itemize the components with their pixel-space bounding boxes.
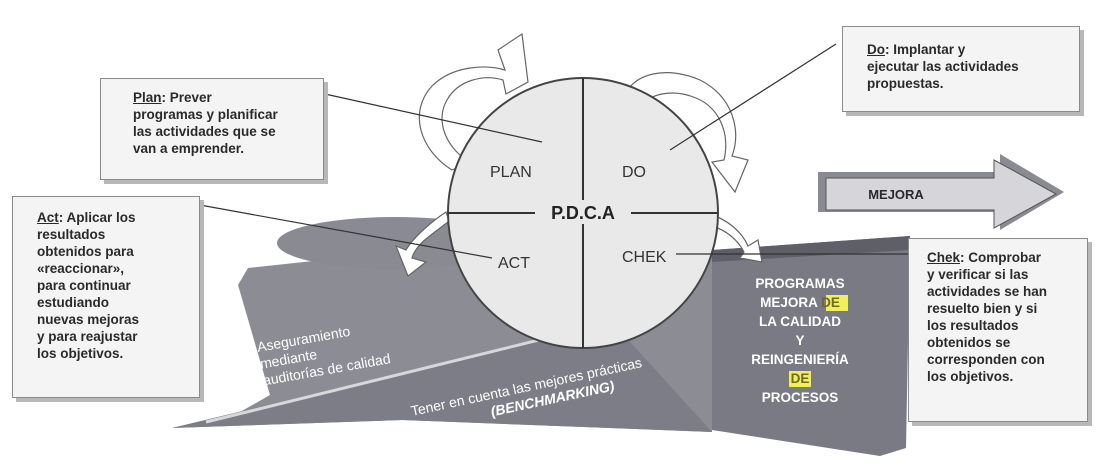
- do-note: Do: Implantar y ejecutar las actividades…: [842, 26, 1080, 112]
- programs-line-2: MEJORA DE: [760, 295, 840, 310]
- rotation-arrow-top-right: [623, 72, 749, 194]
- check-note-line-6: obtenidos se: [927, 335, 1011, 350]
- rotation-arrow-bottom-right: [709, 213, 763, 263]
- check-note-head: Chek: [927, 250, 961, 265]
- highlight-de-2: [789, 371, 811, 387]
- plan-note-line-4: van a emprender.: [133, 141, 245, 156]
- check-note-line-3: actividades se han: [927, 284, 1048, 299]
- mejora-label: MEJORA: [868, 187, 924, 202]
- improvement-platform-top: [712, 236, 910, 262]
- act-note-line-5: para continuar: [37, 278, 131, 293]
- rotation-arrow-bottom-left: [394, 211, 456, 277]
- check-note-line-4: resuelto bien y si: [927, 301, 1038, 316]
- act-note-line-4: «reaccionar»,: [37, 261, 125, 276]
- plan-note-line-1: : Prever: [161, 90, 212, 105]
- act-note-head: Act: [37, 210, 59, 225]
- programs-line-5: REINGENIERÍA: [751, 352, 849, 367]
- plan-note-line-2: programas y planificar: [133, 107, 278, 122]
- check-note-line-1: : Comprobar: [960, 250, 1042, 265]
- plan-note-head: Plan: [133, 90, 162, 105]
- check-note-line-7: corresponden con: [927, 352, 1045, 367]
- act-note-line-3: obtenidos para: [37, 244, 134, 259]
- programs-line-6: DE: [791, 371, 810, 386]
- act-note-line-6: estudiando: [37, 295, 110, 310]
- act-note: Act: Aplicar los resultados obtenidos pa…: [12, 196, 200, 398]
- programs-line-7: PROCESOS: [762, 390, 839, 405]
- programs-line-1: PROGRAMAS: [755, 276, 844, 291]
- act-note-line-8: y para reajustar: [37, 329, 138, 344]
- quadrant-check: CHEK: [622, 249, 667, 266]
- plan-note: Plan: Prever programas y planificar las …: [100, 78, 324, 180]
- rotation-arrow-top-left: [418, 32, 529, 171]
- programs-line-4: Y: [795, 333, 804, 348]
- leader-plan: [324, 93, 543, 143]
- improvement-platform: [712, 236, 910, 456]
- pdca-center-label: P.D.C.A: [551, 203, 615, 223]
- highlight-de-1: [826, 295, 848, 311]
- quadrant-do: DO: [622, 164, 646, 181]
- act-note-line-7: nuevas mejoras: [37, 312, 140, 327]
- act-note-line-9: los objetivos.: [37, 346, 124, 361]
- do-note-line-3: propuestas.: [867, 76, 944, 91]
- do-note-line-1: : Implantar y: [885, 42, 966, 57]
- quadrant-act: ACT: [498, 255, 530, 272]
- check-note-line-5: los resultados: [927, 318, 1019, 333]
- benchmarking-ramp: [172, 322, 712, 432]
- act-note-line-1: : Aplicar los: [58, 210, 136, 225]
- quadrant-plan: PLAN: [490, 164, 532, 181]
- programs-line-3: LA CALIDAD: [759, 314, 841, 329]
- mejora-arrow: [825, 159, 1058, 229]
- programs-block-text: PROGRAMAS MEJORA DE LA CALIDAD Y REINGEN…: [751, 276, 849, 405]
- leader-do: [669, 43, 837, 151]
- check-note: Chek: Comprobar y verificar si las activ…: [908, 238, 1088, 422]
- center-label-bg: [535, 200, 631, 224]
- act-note-line-2: resultados: [37, 227, 106, 242]
- plan-note-line-3: las actividades que se: [133, 124, 276, 139]
- check-note-line-2: y verificar si las: [927, 267, 1029, 282]
- programs-line-2b: DE: [821, 295, 840, 310]
- programs-line-2a: MEJORA: [760, 295, 821, 310]
- check-note-line-8: los objetivos.: [927, 369, 1014, 384]
- do-note-head: Do: [867, 42, 885, 57]
- do-note-line-2: ejecutar las actividades: [867, 59, 1019, 74]
- leader-act: [199, 204, 493, 259]
